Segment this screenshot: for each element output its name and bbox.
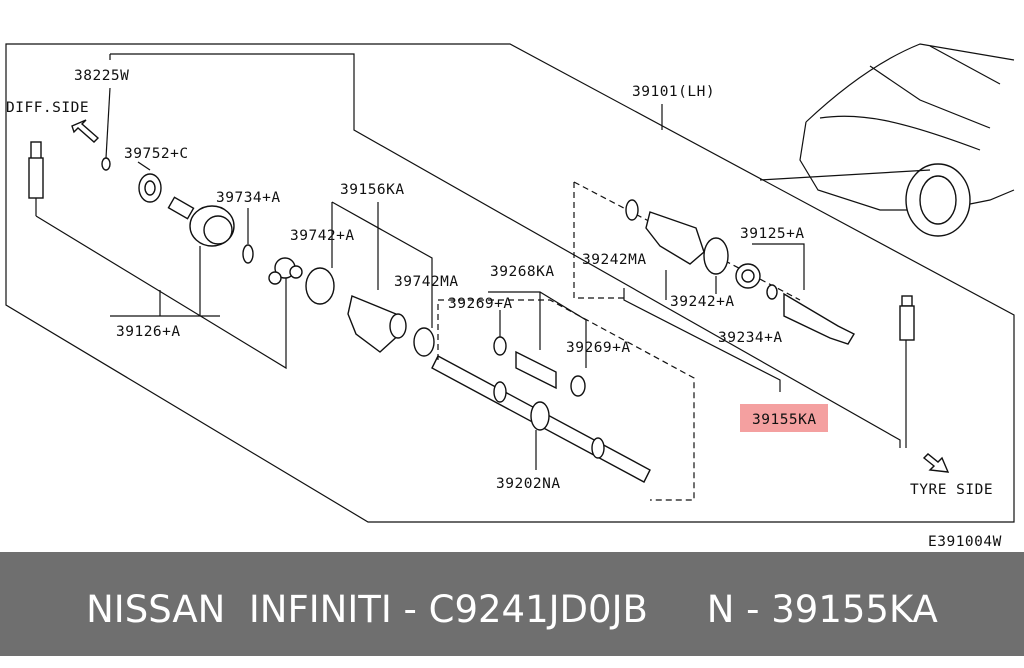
vehicle-outline-icon (759, 43, 1015, 237)
label-39156ka: 39156KA (340, 182, 405, 198)
boot-band-39742ma-icon (413, 327, 435, 357)
label-38225w: 38225W (74, 68, 129, 84)
leader-38225w (110, 53, 901, 448)
boot-39242ma-icon (625, 199, 705, 265)
footer-banner: NISSAN INFINITI - C9241JD0JB N - 39155KA (0, 552, 1024, 656)
damper-group-box (437, 299, 695, 501)
label-39202na: 39202NA (496, 476, 561, 492)
boot-band-39242a-icon (703, 237, 729, 275)
label-39126a: 39126+A (116, 324, 181, 340)
label-39269a-1: 39269+A (448, 296, 513, 312)
label-39734a: 39734+A (216, 190, 281, 206)
snap-ring-38225w-icon (101, 157, 111, 171)
tyre-side-shaft-icon (899, 295, 915, 341)
label-diff-side: DIFF.SIDE (6, 100, 89, 116)
diff-side-arrow-icon (71, 119, 100, 143)
label-39742ma: 39742MA (394, 274, 459, 290)
footer-part-text: NISSAN INFINITI - C9241JD0JB N - 39155KA (86, 588, 938, 631)
label-39268ka: 39268KA (490, 264, 555, 280)
outboard-group-box (573, 182, 624, 299)
inner-housing-39126a-icon (167, 196, 235, 247)
damper-39268ka-icon (493, 336, 586, 397)
label-39742a: 39742+A (290, 228, 355, 244)
label-39125a: 39125+A (740, 226, 805, 242)
joint-39125a-icon (735, 263, 855, 345)
seal-39752c-icon (138, 173, 162, 203)
snap-ring-39734a-icon (242, 244, 254, 264)
figure-code: E391004W (928, 534, 1002, 550)
tyre-side-arrow-icon (922, 453, 950, 473)
diagram-frame (5, 43, 1015, 523)
label-39242a: 39242+A (670, 294, 735, 310)
diff-side-shaft-icon (28, 141, 44, 216)
shaft-39202na-icon (431, 355, 651, 483)
label-39752c: 39752+C (124, 146, 189, 162)
parts-diagram: 38225W DIFF.SIDE 39752+C 39734+A 39156KA… (5, 43, 1015, 550)
boot-band-39742a-icon (305, 267, 335, 305)
label-39234a: 39234+A (718, 330, 783, 346)
label-39101-lh: 39101(LH) (632, 84, 715, 100)
label-39155ka: 39155KA (752, 412, 817, 428)
label-tyre-side: TYRE SIDE (910, 482, 993, 498)
label-39242ma: 39242MA (582, 252, 647, 268)
label-39269a-2: 39269+A (566, 340, 631, 356)
highlight-39155ka (740, 404, 828, 432)
spider-assembly-icon (268, 257, 303, 285)
boot-39156ka-icon (347, 295, 407, 353)
